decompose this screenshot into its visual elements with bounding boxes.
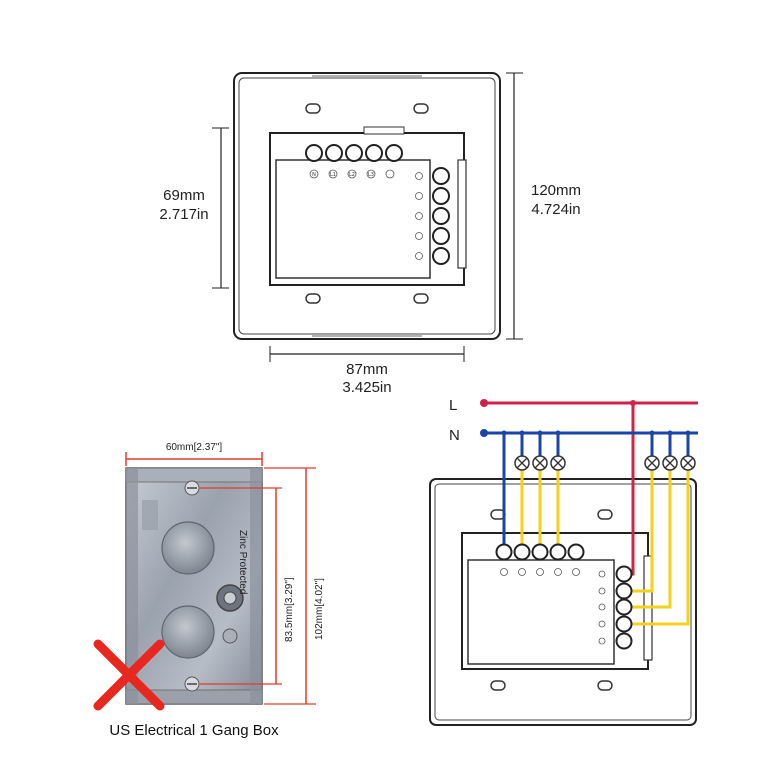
module-width-mm: 87mm: [346, 361, 388, 378]
plate-height-in: 4.724in: [531, 201, 580, 218]
gang-box-inner-height-label: 83.5mm[3.29"]: [284, 577, 295, 642]
wiring-diagram: L N: [429, 397, 698, 726]
gang-box-inner-height-dimension: 83.5mm[3.29"]: [200, 487, 295, 685]
neutral-label: N: [449, 427, 460, 444]
plate-height-dimension: 120mm 4.724in: [506, 72, 581, 340]
module-width-dimension: 87mm 3.425in: [269, 346, 465, 396]
line-label: L: [449, 397, 457, 414]
module-height-in: 2.717in: [159, 206, 208, 223]
gang-box-outer-height-label: 102mm[4.02"]: [314, 578, 325, 640]
terminal-label-l3: L3: [368, 172, 374, 178]
module-width-in: 3.425in: [342, 379, 391, 396]
wiring-top-terminals: [495, 543, 585, 576]
side-terminal-column: [415, 167, 450, 265]
module-height-dimension: 69mm 2.717in: [159, 127, 229, 289]
gang-box-stamp: Zinc Protected: [237, 530, 248, 594]
not-compatible-x-icon: [93, 639, 165, 711]
lamp-symbols: [514, 455, 696, 471]
module-height-mm: 69mm: [163, 187, 205, 204]
plate-height-mm: 120mm: [531, 182, 581, 199]
gang-box-width-dimension: 60mm[2.37"]: [125, 442, 263, 466]
gang-box-width-label: 60mm[2.37"]: [166, 442, 223, 453]
gang-box-photo: Zinc Protected: [125, 467, 263, 705]
gang-box-caption: US Electrical 1 Gang Box: [109, 722, 279, 739]
top-terminal-row: [305, 144, 403, 162]
terminal-label-l2: L2: [349, 172, 355, 178]
terminal-label-n: N: [312, 172, 316, 178]
terminal-label-l1: L1: [330, 172, 336, 178]
gang-box-outer-height-dimension: 102mm[4.02"]: [264, 467, 325, 705]
switch-plate-top-view: N L1 L2 L3: [233, 72, 501, 340]
switch-module: N L1 L2 L3: [269, 126, 467, 286]
wiring-side-terminals: [598, 565, 633, 650]
terminal-label-row: N L1 L2 L3: [309, 169, 395, 179]
